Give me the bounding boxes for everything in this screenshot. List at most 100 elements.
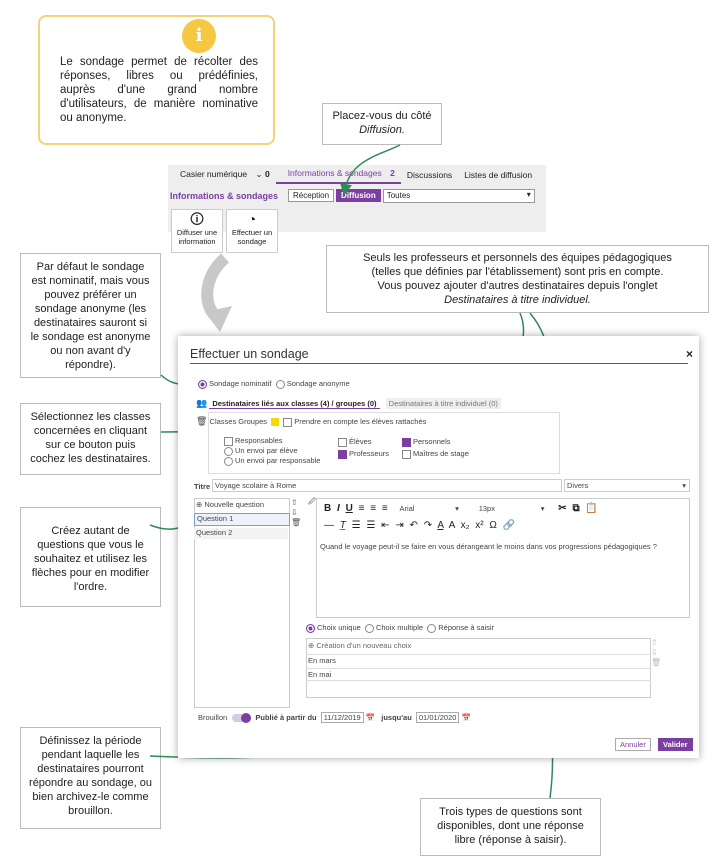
underline-icon[interactable]: U	[345, 503, 353, 514]
close-icon[interactable]: ×	[685, 347, 693, 361]
date-from-input[interactable]: 11/12/2019	[320, 712, 364, 723]
publie-label: Publié à partir du	[255, 713, 317, 722]
trash-icon[interactable]: 🗑	[196, 416, 208, 426]
category-select[interactable]: Divers▾	[564, 479, 690, 492]
maitres-stage-checkbox[interactable]: Maîtres de stage	[402, 448, 469, 460]
copy-icon[interactable]: ⧉	[572, 503, 580, 514]
callout-questions: Créez autant de questions que vous le so…	[20, 507, 161, 607]
italic-icon[interactable]: I	[337, 503, 340, 514]
tab-listes[interactable]: Listes de diffusion	[464, 169, 533, 180]
clear-format-icon[interactable]: T̲	[339, 520, 346, 531]
callout-types: Trois types de questions sont disponible…	[420, 798, 601, 856]
eleves-prof-block: Élèves Professeurs	[338, 436, 389, 460]
valider-button[interactable]: Valider	[658, 738, 693, 751]
radio-envoi-responsable[interactable]: Un envoi par responsable	[224, 456, 320, 466]
recipient-tabs: 👥 Destinataires liés aux classes (4) / g…	[196, 398, 536, 410]
omega-icon[interactable]: Ω	[489, 520, 497, 531]
editor-toolbar-row2: — T̲ ☰ ☰ ⇤ ⇥ ↶ ↷ A A x₂ x² Ω 🔗	[324, 520, 515, 531]
titre-input[interactable]: Voyage scolaire à Rome	[212, 479, 562, 492]
arrow-up-icon[interactable]: ⇧	[291, 498, 298, 507]
indent-icon[interactable]: ⇥	[395, 520, 404, 531]
arrow-up-icon[interactable]: ⇧	[651, 638, 658, 647]
undo-icon[interactable]: ↶	[409, 520, 418, 531]
nouvelle-question-button[interactable]: ⊕ Nouvelle question	[196, 500, 265, 509]
numbered-list-icon[interactable]: ☰	[366, 520, 376, 531]
question-item[interactable]: Question 1	[194, 513, 290, 526]
info-icon: i	[182, 19, 216, 53]
reception-button[interactable]: Réception	[288, 189, 335, 202]
brouillon-toggle[interactable]	[232, 713, 252, 724]
creation-choix-button[interactable]: ⊕ Création d'un nouveau choix	[308, 641, 412, 650]
classes-picker-button[interactable]	[271, 418, 280, 427]
prendre-compte-checkbox[interactable]: Prendre en compte les élèves rattachés	[294, 417, 427, 426]
recipient-panel	[208, 412, 560, 474]
justify-icon[interactable]: ≡	[381, 503, 388, 514]
callout-prof-line1: Seuls les professeurs et personnels des …	[363, 252, 672, 264]
choice-item[interactable]: En mars	[306, 654, 651, 666]
tab-destinataires-individuel[interactable]: Destinataires à titre individuel (0)	[385, 398, 501, 409]
superscript-icon[interactable]: x²	[475, 520, 484, 531]
annuler-button[interactable]: Annuler	[615, 738, 651, 751]
question-type-radios: Choix unique Choix multiple Réponse à sa…	[306, 623, 494, 633]
editor-toolbar-row1: B I U ≡ ≡ ≡ Arial ▾ 13px ▾ ✂ ⧉ 📋	[324, 503, 598, 514]
radio-reponse-saisir[interactable]: Réponse à saisir	[427, 623, 494, 633]
bullet-list-icon[interactable]: ☰	[351, 520, 361, 531]
font-size-select[interactable]: 13px ▾	[478, 504, 545, 513]
subscript-icon[interactable]: x₂	[460, 520, 470, 531]
align-center-icon[interactable]: ≡	[370, 503, 377, 514]
reorder-controls: ⇧ ⇩ 🗑	[291, 498, 301, 528]
filter-select[interactable]: Toutes▾	[382, 188, 535, 203]
arrow-down-icon[interactable]: ⇩	[651, 648, 658, 657]
diffuser-info-button[interactable]: 🛈 Diffuser une information	[171, 209, 223, 253]
radio-envoi-eleve[interactable]: Un envoi par élève	[224, 446, 320, 456]
attachment-icon[interactable]: 🖉	[308, 497, 316, 506]
radio-nominatif[interactable]: Sondage nominatif	[198, 379, 272, 389]
survey-icon: ◔	[247, 211, 257, 227]
outdent-icon[interactable]: ⇤	[381, 520, 390, 531]
section-title: Informations & sondages	[170, 190, 279, 201]
hr-icon[interactable]: —	[324, 520, 334, 531]
date-to-input[interactable]: 01/01/2020	[415, 712, 460, 723]
trash-icon[interactable]: 🗑	[651, 658, 662, 667]
align-left-icon[interactable]: ≡	[358, 503, 365, 514]
calendar-icon[interactable]: 📅	[365, 713, 376, 722]
plus-icon: ⊕	[196, 500, 203, 509]
cut-icon[interactable]: ✂	[558, 503, 567, 514]
personnels-checkbox[interactable]: Personnels	[402, 436, 469, 448]
classes-groupes-label: Classes Groupes	[209, 417, 268, 426]
link-icon[interactable]: 🔗	[502, 520, 516, 531]
choice-item[interactable]: En mai	[306, 668, 651, 681]
callout-diffusion-line2: Diffusion.	[359, 124, 405, 136]
bg-color-icon[interactable]: A	[448, 520, 455, 531]
info-text: Le sondage permet de récolter des répons…	[60, 56, 258, 124]
text-color-icon[interactable]: A	[437, 520, 444, 531]
callout-prof-line3: Vous pouvez ajouter d'autres destinatair…	[377, 280, 658, 292]
eleves-checkbox[interactable]: Élèves	[338, 436, 389, 448]
font-select[interactable]: Arial ▾	[399, 504, 459, 513]
radio-choix-unique[interactable]: Choix unique	[306, 623, 361, 633]
tab-destinataires-classes[interactable]: Destinataires liés aux classes (4) / gro…	[209, 399, 380, 409]
radio-anonyme[interactable]: Sondage anonyme	[275, 379, 350, 389]
callout-periode: Définissez la période pendant laquelle l…	[20, 727, 161, 829]
callout-nominatif: Par défaut le sondage est nominatif, mai…	[20, 253, 161, 378]
tab-casier[interactable]: Casier numérique ⌄ 0	[180, 169, 270, 179]
effectuer-sondage-button[interactable]: ◔ Effectuer un sondage	[226, 209, 278, 253]
professeurs-checkbox[interactable]: Professeurs	[338, 448, 389, 460]
sub-row: Informations & sondages Réception Diffus…	[168, 185, 546, 206]
editor-text[interactable]: Quand le voyage peut-il se faire en vous…	[320, 542, 657, 551]
trash-icon[interactable]: 🗑	[291, 518, 302, 527]
responsables-block: Responsables Un envoi par élève Un envoi…	[224, 436, 320, 466]
redo-icon[interactable]: ↷	[423, 520, 433, 531]
bold-icon[interactable]: B	[324, 503, 332, 514]
tab-discussions[interactable]: Discussions	[406, 169, 453, 180]
paste-icon[interactable]: 📋	[585, 503, 598, 514]
question-item[interactable]: Question 2	[194, 528, 288, 539]
radio-choix-multiple[interactable]: Choix multiple	[364, 623, 423, 633]
responsables-checkbox[interactable]: Responsables	[224, 436, 320, 446]
arrow-down-icon[interactable]: ⇩	[291, 508, 298, 517]
tab-informations[interactable]: Informations & sondages 2	[275, 165, 401, 184]
title-divider	[190, 363, 688, 364]
callout-diffusion-line1: Placez-vous du côté	[332, 110, 432, 122]
diffusion-button[interactable]: Diffusion	[336, 189, 381, 202]
calendar-icon[interactable]: 📅	[461, 713, 471, 722]
